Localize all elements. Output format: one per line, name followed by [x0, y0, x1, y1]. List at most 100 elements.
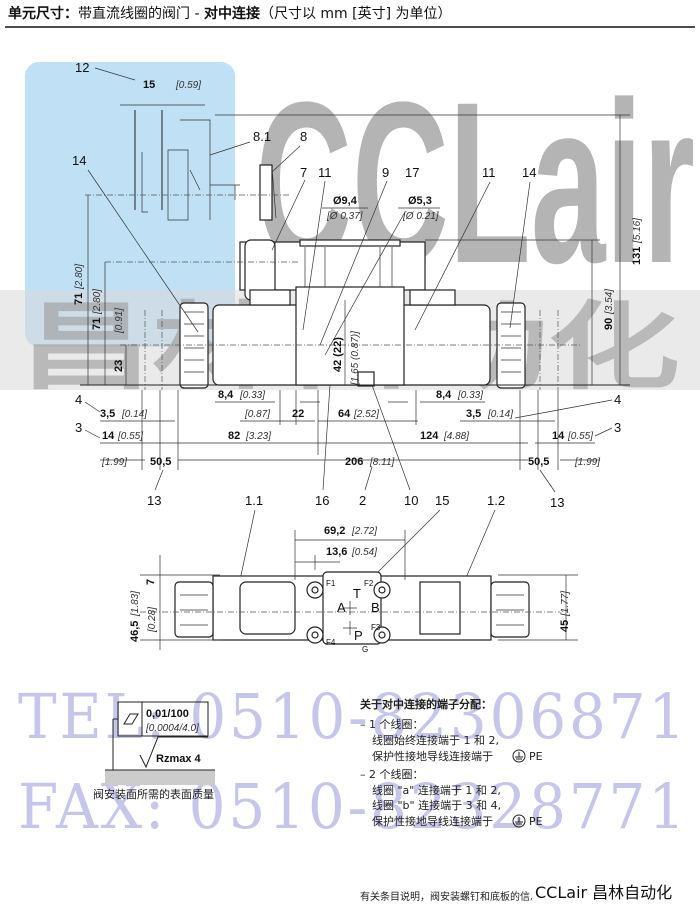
valve-side-view: [105, 239, 580, 390]
label: 12: [75, 60, 89, 75]
label: 保护性接地导线连接端于: [372, 749, 493, 763]
label: PE: [529, 750, 543, 763]
ground-icon: [512, 749, 526, 763]
watermark-tel: TEL: 0510-82306871: [18, 680, 688, 753]
dim-82: 82: [228, 430, 240, 442]
label: [8.11]: [369, 457, 394, 468]
page-title: 单元尺寸：带直流线圈的阀门 - 对中连接（尺寸以 mm [英寸] 为单位）: [8, 5, 452, 22]
label: 保护性接地导线连接端于: [372, 814, 493, 828]
label: [4.88]: [443, 431, 469, 442]
label: [0.14]: [121, 409, 147, 420]
label: 15: [435, 493, 449, 508]
label: 8: [300, 129, 307, 144]
dim-0-87: [0.87]: [244, 409, 270, 420]
dim-131: 131: [631, 247, 643, 265]
valve-plan-view: [140, 571, 560, 645]
label: [0.14]: [487, 409, 513, 420]
hole-f1: F1: [326, 579, 336, 588]
label: 9: [382, 165, 389, 180]
label: [Ø 0.37]: [326, 211, 363, 222]
label: 单元尺寸：: [8, 5, 78, 22]
label: 线圈始终连接端于 1 和 2,: [372, 733, 499, 747]
label: 对中连接: [204, 5, 260, 22]
label: （尺寸以 mm [英寸] 为单位）: [260, 5, 452, 22]
dim-42: 42 (22): [332, 337, 344, 372]
label: 1.1: [245, 493, 263, 508]
label: [0.55]: [567, 431, 593, 442]
label: [0.55]: [117, 431, 143, 442]
label: 线圈 "b" 连接端于 3 和 4,: [372, 798, 501, 812]
flatness-value: 0,01/100: [146, 708, 189, 720]
label: 带直流线圈的阀门 -: [78, 5, 204, 22]
label: [2.52]: [353, 409, 379, 420]
port-b: B: [371, 600, 380, 615]
label: [5.16]: [632, 218, 643, 244]
label: [2.80]: [74, 264, 85, 290]
dim-14-right: 14: [552, 430, 565, 442]
label: [2.80]: [92, 289, 103, 315]
label: [Ø 0.21]: [402, 211, 439, 222]
surface-caption: 阀安装面所需的表面质量: [93, 787, 214, 801]
roughness-value: Rzmax 4: [156, 753, 202, 765]
left-knob: [179, 302, 209, 389]
hole-f2: F2: [364, 579, 374, 588]
label: [0.33]: [239, 390, 265, 401]
label: 10: [404, 493, 418, 508]
dim-8-4-right: 8,4: [436, 389, 452, 401]
label: 16: [315, 493, 329, 508]
dim-50-5-left: 50,5: [150, 456, 171, 468]
dim-90: 90: [603, 318, 615, 330]
terminal-notes: 关于对中连接的端子分配： – 1 个线圈： 线圈始终连接端于 1 和 2, 保护…: [360, 697, 543, 828]
label: [0.0004/4.0]: [145, 723, 199, 734]
label: 13: [147, 493, 161, 508]
hole-f3: F3: [371, 623, 381, 632]
label: 14: [72, 153, 86, 168]
label: 线圈 "a" 连接端于 1 和 2,: [372, 783, 501, 797]
dim-1-99-right: [1.99]: [574, 457, 600, 468]
dim-3-5-right: 3,5: [466, 408, 481, 420]
label: 4: [75, 392, 82, 407]
dim-13-6: 13,6: [326, 546, 347, 558]
label: [0.59]: [175, 80, 201, 91]
label: 11: [482, 165, 496, 180]
label: 13: [550, 495, 564, 510]
dim-3-5-left: 3,5: [100, 408, 115, 420]
dim-0-28: [0.28]: [147, 607, 158, 633]
dim-14-left: 14: [102, 430, 115, 442]
label: [3.23]: [245, 431, 271, 442]
dim-69-2: 69,2: [324, 525, 345, 537]
dim-phi-5-3: Ø5,3: [408, 195, 432, 207]
dim-46-5: 46,5: [129, 621, 141, 642]
port-t: T: [353, 586, 361, 601]
port-a: A: [337, 600, 346, 615]
label: [1.77]: [560, 591, 571, 617]
hole-f4: F4: [326, 638, 336, 647]
label: 7: [300, 165, 307, 180]
dim-7: 7: [145, 579, 157, 585]
dim-23: 23: [113, 360, 125, 372]
label: 3: [75, 420, 82, 435]
label: PE: [529, 815, 543, 828]
dim-50-5-right: 50,5: [528, 456, 549, 468]
dim-22: 22: [292, 408, 304, 420]
brand-backdrop: [532, 878, 700, 908]
dim-206: 206: [345, 456, 363, 468]
dim-71-a: 71: [73, 293, 85, 305]
label: 8.1: [253, 129, 271, 144]
callouts-top: 12 8.1 8 14 7 11 9 17 11 14: [72, 60, 536, 356]
label: 3: [614, 420, 621, 435]
label: 1.2: [487, 493, 505, 508]
surface-quality-symbol: [105, 701, 215, 785]
label: 4: [614, 392, 621, 407]
right-knob: [496, 302, 526, 389]
connector-detail: [85, 110, 290, 221]
dim-42-in: [1.65 (0.87)]: [350, 331, 361, 386]
label: 2: [359, 493, 366, 508]
dim-1-99-left: [1.99]: [101, 457, 127, 468]
dim-phi-9-4: Ø9,4: [333, 195, 358, 207]
label: [3.54]: [604, 289, 615, 315]
dim-71-b: 71: [91, 318, 103, 330]
label: [1.83]: [130, 591, 141, 617]
dim-64: 64: [338, 408, 351, 420]
